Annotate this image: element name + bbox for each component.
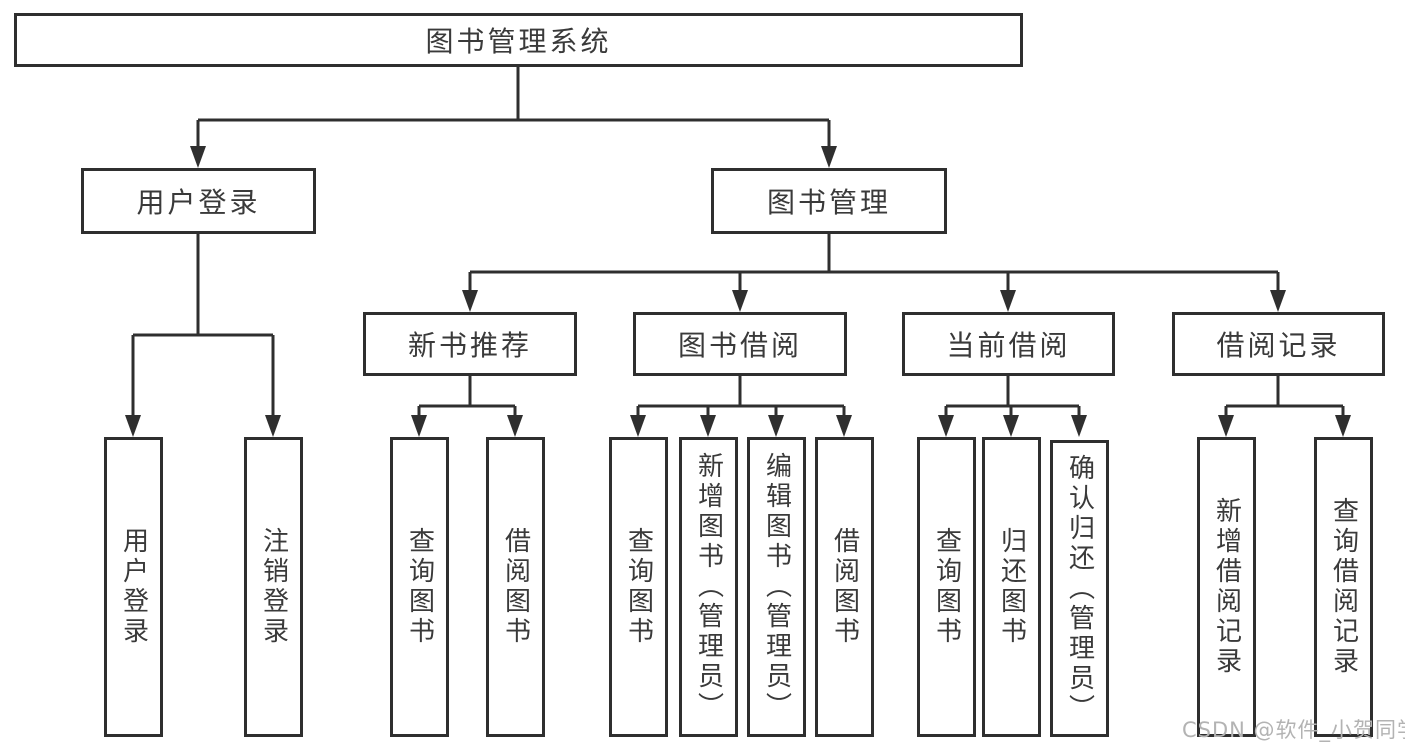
leaf-current-query-books: 查询图书: [917, 437, 976, 737]
leaf-query-borrow-record: 查询借阅记录: [1314, 437, 1373, 737]
leaf-logout: 注销登录: [244, 437, 303, 737]
leaf-user-login: 用户登录: [104, 437, 163, 737]
node-borrowing-records: 借阅记录: [1172, 312, 1385, 376]
node-book-management: 图书管理: [711, 168, 947, 234]
leaf-add-borrow-record: 新增借阅记录: [1197, 437, 1256, 737]
node-new-book-recommendation: 新书推荐: [363, 312, 577, 376]
leaf-recommend-borrow-books: 借阅图书: [486, 437, 545, 737]
leaf-return-books: 归还图书: [982, 437, 1041, 737]
leaf-edit-books-admin: 编辑图书（管理员）: [747, 437, 806, 737]
leaf-borrowing-borrow-books: 借阅图书: [815, 437, 874, 737]
arrowhead-icons: [125, 146, 1351, 437]
node-user-login: 用户登录: [81, 168, 316, 234]
csdn-watermark: CSDN @软件_小贺同学: [1182, 718, 1405, 742]
node-library-system: 图书管理系统: [14, 13, 1023, 67]
leaf-confirm-return-admin: 确认归还（管理员）: [1050, 440, 1109, 737]
node-current-borrowing: 当前借阅: [902, 312, 1115, 376]
node-book-borrowing: 图书借阅: [633, 312, 847, 376]
leaf-recommend-query-books: 查询图书: [390, 437, 449, 737]
leaf-add-books-admin: 新增图书（管理员）: [679, 437, 738, 737]
leaf-borrowing-query-books: 查询图书: [609, 437, 668, 737]
